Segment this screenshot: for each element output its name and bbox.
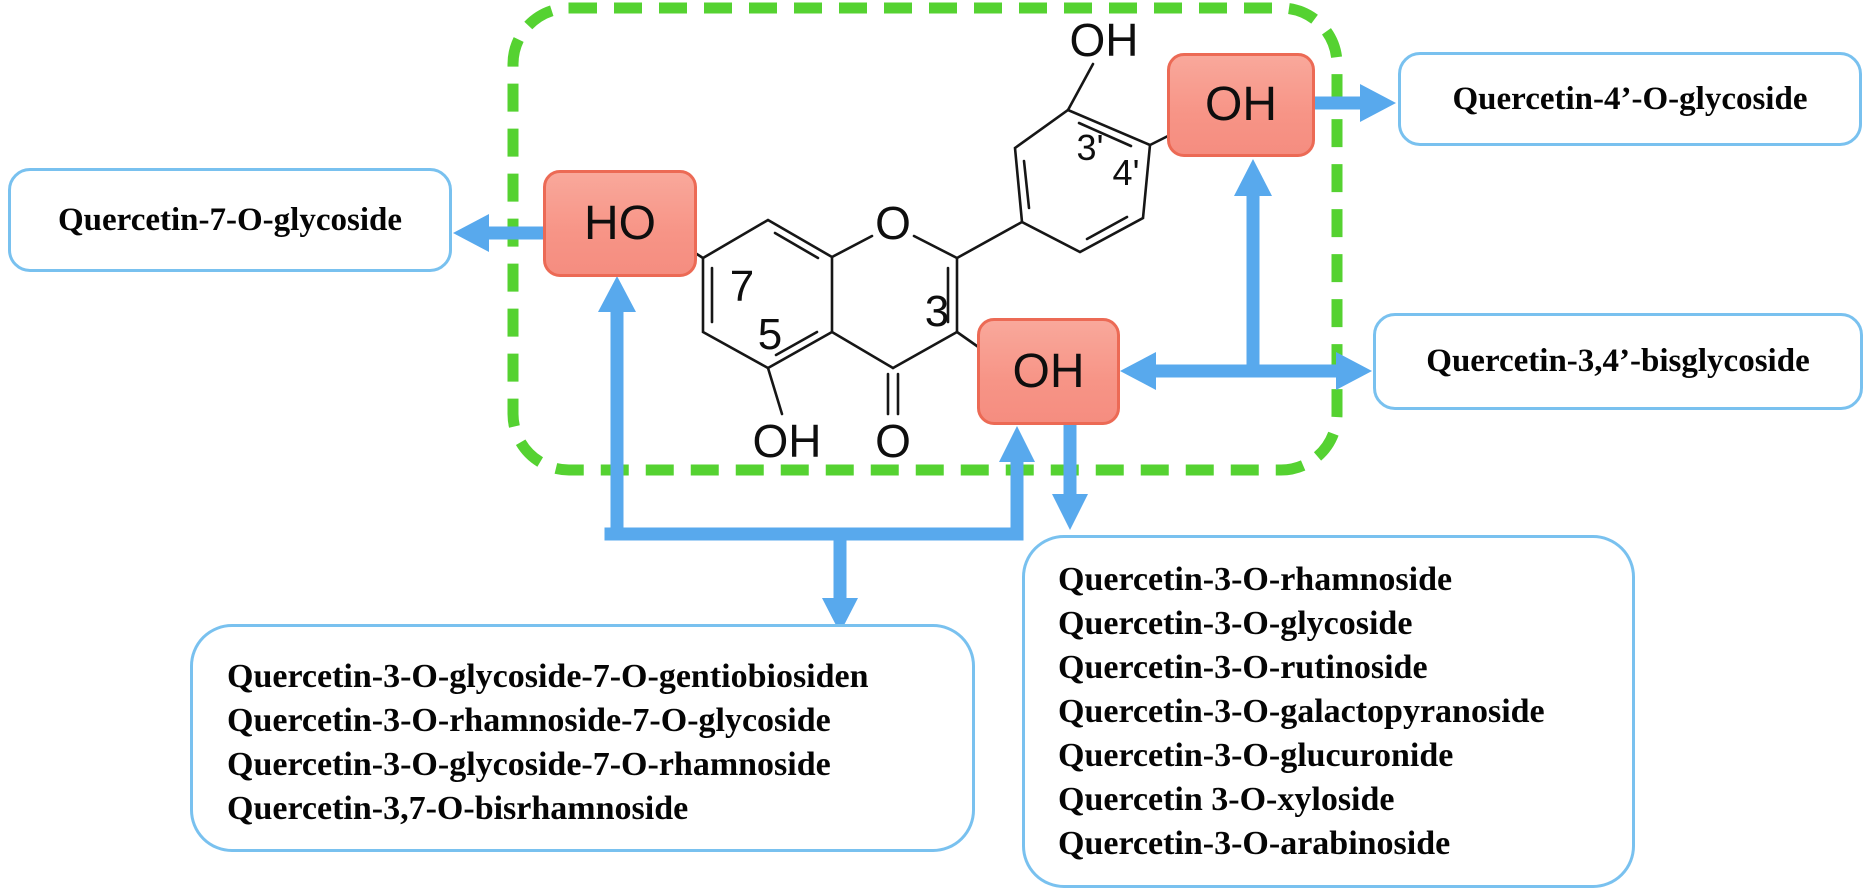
c-ring-bond [912,234,959,260]
c3prime-oh-bond [1066,62,1095,112]
q37-arrow-head-list [822,598,858,633]
box-quercetin-4prime-o-glycoside: Quercetin-4’-O-glycoside [1398,52,1862,146]
oh-3prime-label: OH [1069,14,1139,66]
position-7-label: 7 [729,262,755,311]
bisglycoside-arrow-right-head [1336,352,1372,390]
list-item: Quercetin-3-O-glycoside [1058,604,1413,642]
highlight-7-oh: HO [543,170,697,277]
c2-b1-bond [955,220,1024,260]
q37-arrow-head-3oh [999,426,1035,462]
list-item: Quercetin-3-O-arabinoside [1058,824,1451,862]
b-ring-double-bond [1085,215,1129,241]
c4prime-oh-bond [1148,134,1170,147]
quercetin-7-o-glycoside-label: Quercetin-7-O-glycoside [58,201,402,238]
q37-connector [604,301,1024,607]
oh-4prime-label: OH [1205,78,1277,131]
box-quercetin-34prime-bisglycoside: Quercetin-3,4’-bisglycoside [1373,313,1863,410]
position-5-label: 5 [757,310,783,359]
list-item: Quercetin-3-O-rhamnoside-7-O-glycoside [227,702,831,739]
highlight-3-oh: OH [977,318,1120,425]
quercetin-4prime-o-glycoside-label: Quercetin-4’-O-glycoside [1452,80,1808,117]
position-3-label: 3 [924,287,950,336]
a-ring-double-bond [774,330,819,357]
bisglycoside-arrow-left-head [1120,352,1156,390]
arrow-to-q7-head [453,214,489,252]
oh-3-label: OH [1012,344,1085,398]
list-item: Quercetin-3-O-rutinoside [1058,648,1428,686]
highlight-4prime-oh: OH [1167,53,1315,157]
list-item: Quercetin-3-O-glycoside-7-O-rhamnoside [227,746,831,783]
arrow-to-q4prime-head [1360,84,1396,122]
quercetin-34prime-bisglycoside-label: Quercetin-3,4’-bisglycoside [1426,343,1810,379]
list-item: Quercetin-3-O-glycoside-7-O-gentiobiosid… [227,658,869,695]
list-item: Quercetin 3-O-xyloside [1058,780,1395,818]
carbonyl-oxygen-label: O [875,415,911,467]
oh-5-label: OH [752,415,822,467]
list-item: Quercetin-3,7-O-bisrhamnoside [227,790,689,827]
quercetin-skeleton [670,62,1170,416]
box-quercetin-7-o-glycoside: Quercetin-7-O-glycoside [8,168,452,272]
box-quercetin-3-glycosides-list: Quercetin-3-O-rhamnoside Quercetin-3-O-g… [1022,535,1635,888]
position-3prime-label: 3' [1076,127,1104,168]
list-item: Quercetin-3-O-rhamnoside [1058,560,1453,598]
c-ring-bond [830,234,874,259]
a-ring-double-bond [773,231,820,260]
ho-7-label: HO [584,196,656,250]
b-ring-double-bond [1022,159,1031,210]
c4-c4a-bond [830,330,895,370]
ring-oxygen-label: O [875,197,911,249]
q37-arrow-head-7oh [598,276,636,312]
b-ring-double-bond [1077,121,1133,148]
arrows [453,84,1396,633]
list-item: Quercetin-3-O-galactopyranoside [1058,692,1545,730]
c3-c4-bond [891,330,959,370]
c5-oh-bond [766,366,784,416]
q3-down-arrow-head [1052,494,1088,530]
position-4prime-label: 4' [1112,152,1140,193]
box-quercetin-3-7-glycosides-list: Quercetin-3-O-glycoside-7-O-gentiobiosid… [190,624,975,852]
list-item: Quercetin-3-O-glucuronide [1058,736,1454,774]
bisglycoside-branch-head [1234,159,1272,196]
